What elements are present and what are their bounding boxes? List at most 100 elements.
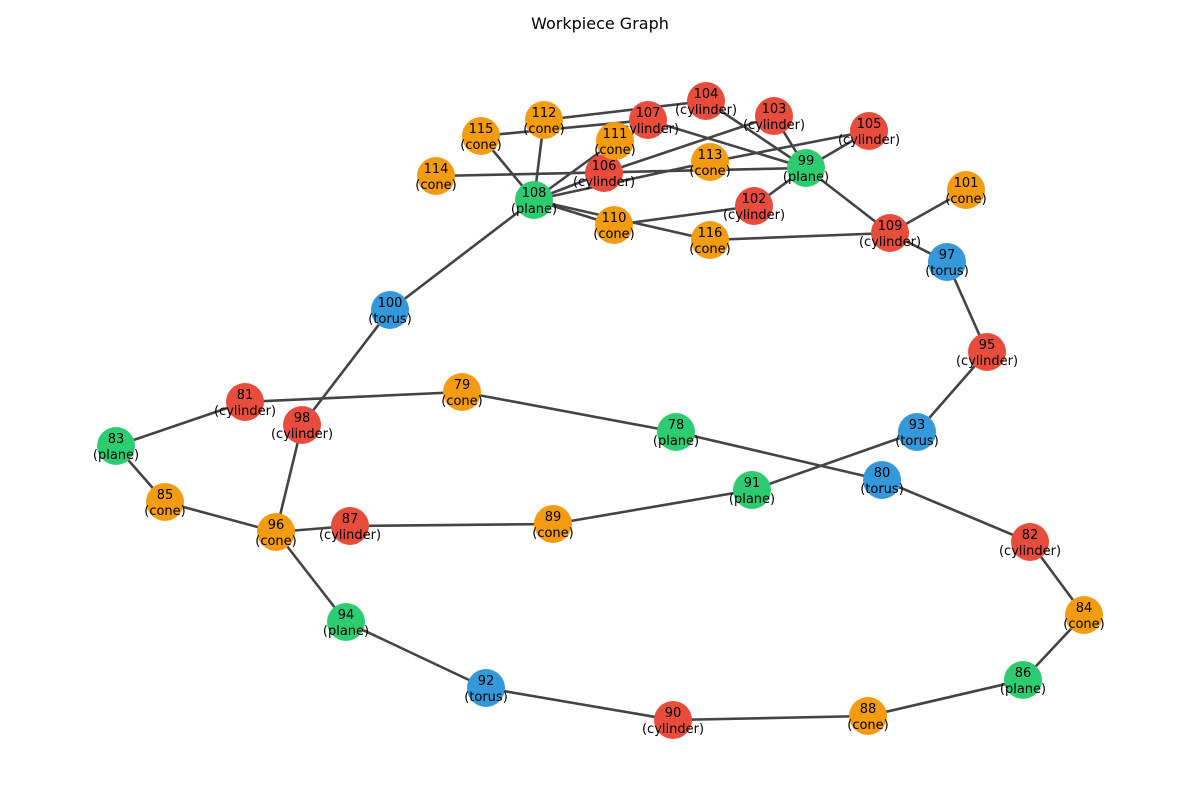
node-id-label: 108 (522, 186, 547, 201)
node-type-label: (cone) (1063, 617, 1104, 632)
node-id-label: 116 (698, 226, 723, 241)
edge-96-85 (163, 500, 278, 534)
node-circle-111 (596, 122, 634, 160)
node-type-label: (cylinder) (675, 103, 737, 118)
node-circle-108 (515, 181, 553, 219)
node-103: 103(cylinder) (743, 97, 805, 135)
edge-78-80 (674, 430, 884, 482)
node-type-label: (plane) (653, 434, 699, 449)
node-id-label: 100 (378, 296, 403, 311)
node-id-label: 103 (762, 102, 787, 117)
node-96: 96(cone) (255, 513, 297, 551)
node-100: 100(torus) (368, 291, 412, 329)
edge-83-81 (114, 400, 247, 448)
node-id-label: 101 (954, 176, 979, 191)
node-circle-79 (443, 373, 481, 411)
node-id-label: 78 (668, 418, 685, 433)
node-id-label: 104 (694, 87, 719, 102)
node-112: 112(cone) (523, 101, 565, 139)
node-circle-81 (226, 383, 264, 421)
node-83: 83(plane) (93, 427, 139, 465)
node-type-label: (cone) (593, 227, 634, 242)
node-type-label: (cone) (847, 718, 888, 733)
node-id-label: 107 (636, 106, 661, 121)
node-82: 82(cylinder) (999, 523, 1061, 561)
node-circle-106 (585, 154, 623, 192)
node-type-label: (torus) (464, 690, 508, 705)
node-id-label: 84 (1076, 601, 1093, 616)
node-circle-83 (97, 427, 135, 465)
node-circle-95 (968, 333, 1006, 371)
node-114: 114(cone) (415, 157, 457, 195)
edge-91-93 (750, 430, 919, 492)
node-circle-78 (657, 413, 695, 451)
graph-title: Workpiece Graph (531, 14, 669, 33)
node-type-label: (plane) (1000, 682, 1046, 697)
node-93: 93(torus) (895, 413, 939, 451)
node-113: 113(cone) (689, 143, 731, 181)
node-87: 87(cylinder) (319, 507, 381, 545)
node-type-label: (cylinder) (859, 235, 921, 250)
node-105: 105(cylinder) (838, 112, 900, 150)
edge-89-91 (551, 488, 754, 526)
node-type-label: (plane) (323, 624, 369, 639)
node-108: 108(plane) (511, 181, 557, 219)
node-106: 106(cylinder) (573, 154, 635, 192)
edge-113-105 (708, 129, 871, 164)
node-type-label: (cone) (532, 526, 573, 541)
node-type-label: (cylinder) (743, 118, 805, 133)
edge-79-78 (460, 390, 678, 434)
node-95: 95(cylinder) (956, 333, 1018, 371)
node-id-label: 111 (603, 127, 628, 142)
node-id-label: 89 (545, 510, 562, 525)
node-circle-103 (755, 97, 793, 135)
node-91: 91(plane) (729, 471, 775, 509)
node-circle-105 (850, 112, 888, 150)
edge-110-102 (612, 204, 756, 227)
node-circle-87 (331, 507, 369, 545)
node-circle-107 (629, 101, 667, 139)
node-79: 79(cone) (441, 373, 483, 411)
node-90: 90(cylinder) (642, 701, 704, 739)
node-type-label: (cylinder) (573, 175, 635, 190)
node-type-label: (cone) (689, 164, 730, 179)
node-88: 88(cone) (847, 697, 889, 735)
node-circle-82 (1011, 523, 1049, 561)
node-type-label: (cylinder) (319, 528, 381, 543)
edge-80-82 (880, 478, 1032, 544)
node-94: 94(plane) (323, 603, 369, 641)
node-109: 109(cylinder) (859, 214, 921, 252)
node-92: 92(torus) (464, 669, 508, 707)
node-id-label: 96 (268, 518, 285, 533)
node-89: 89(cone) (532, 505, 574, 543)
node-id-label: 109 (878, 219, 903, 234)
edge-81-79 (243, 390, 464, 404)
node-id-label: 81 (237, 388, 254, 403)
edge-87-89 (348, 522, 555, 528)
node-type-label: (plane) (783, 170, 829, 185)
node-type-label: (cylinder) (723, 208, 785, 223)
node-type-label: (cone) (523, 122, 564, 137)
node-116: 116(cone) (689, 221, 731, 259)
node-id-label: 88 (860, 702, 877, 717)
node-id-label: 82 (1022, 528, 1039, 543)
node-type-label: (torus) (368, 312, 412, 327)
node-circle-80 (863, 461, 901, 499)
node-circle-114 (417, 157, 455, 195)
node-111: 111(cone) (594, 122, 636, 160)
edge-108-113 (532, 160, 712, 202)
edge-90-92 (484, 686, 675, 722)
node-id-label: 105 (857, 117, 882, 132)
node-type-label: (cylinder) (617, 122, 679, 137)
node-id-label: 98 (294, 411, 311, 426)
node-type-label: (plane) (729, 492, 775, 507)
node-id-label: 113 (698, 148, 723, 163)
node-id-label: 80 (874, 466, 891, 481)
node-id-label: 85 (157, 488, 174, 503)
node-id-label: 110 (602, 211, 627, 226)
node-type-label: (cylinder) (999, 544, 1061, 559)
node-110: 110(cone) (593, 206, 635, 244)
node-circle-90 (654, 701, 692, 739)
node-107: 107(cylinder) (617, 101, 679, 139)
edge-88-90 (671, 714, 870, 722)
